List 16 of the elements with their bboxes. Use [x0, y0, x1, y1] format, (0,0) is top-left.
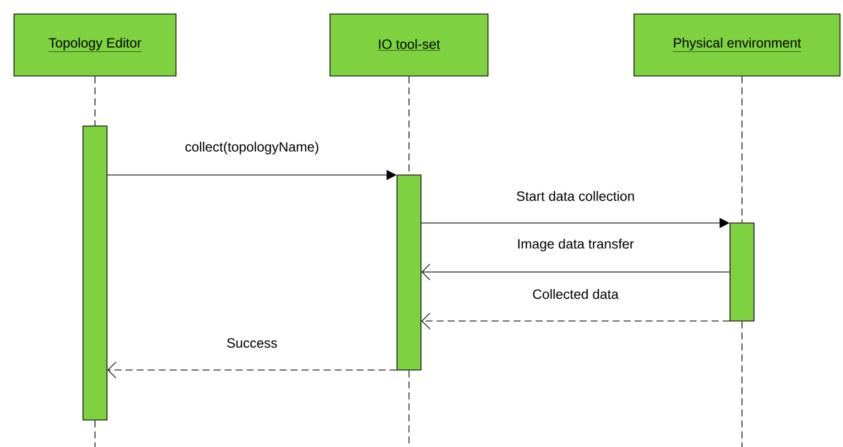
lifeline-head: Topology Editor	[14, 14, 176, 76]
lifeline	[94, 76, 96, 126]
activation-bar	[730, 222, 754, 322]
message-label: Success	[227, 338, 278, 348]
message-label: Image data transfer	[518, 238, 634, 252]
activation-bar	[82, 126, 108, 420]
activation-bar	[396, 174, 422, 370]
message-label: Start data collection	[516, 191, 634, 201]
message-arrow	[107, 362, 397, 378]
message-arrow	[421, 312, 730, 330]
message-label: collect(topologyName)	[185, 142, 318, 154]
message-label: Collected data	[533, 289, 619, 299]
lifeline	[94, 420, 96, 447]
message-arrow	[421, 264, 730, 280]
lifeline-head: IO tool-set	[330, 14, 488, 76]
lifeline-head: Physical environment	[634, 14, 840, 76]
